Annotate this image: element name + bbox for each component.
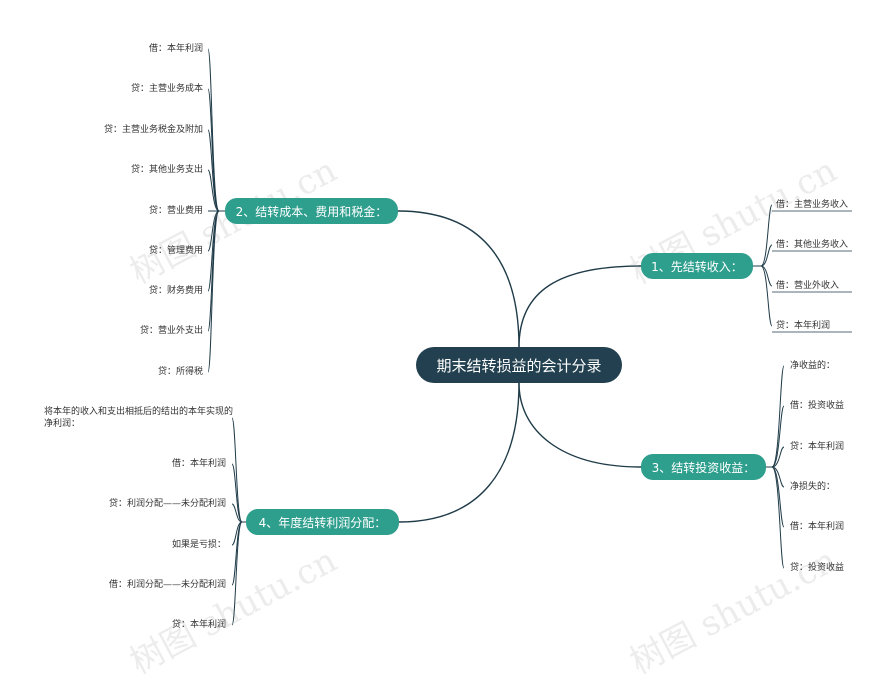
link-root-branch-4 (398, 382, 520, 523)
leaf[interactable]: 借：其他业务收入 (776, 240, 849, 250)
link-branch-2-leaf (207, 210, 225, 373)
leaf[interactable]: 贷：主营业务税金及附加 (103, 125, 203, 135)
leaf[interactable]: 贷：营业外支出 (139, 326, 203, 336)
leaf[interactable]: 将本年的收入和支出相抵后的结出的本年实现的净利润： (44, 407, 234, 429)
link-branch-2-leaf (207, 88, 225, 212)
link-branch-1-leaf (753, 265, 773, 287)
link-root-branch-1 (518, 265, 642, 348)
link-branch-3-leaf (766, 405, 785, 468)
leaf[interactable]: 贷：所得税 (157, 367, 203, 377)
link-branch-1-leaf (753, 204, 773, 267)
leaf[interactable]: 贷：利润分配——未分配利润 (108, 499, 226, 509)
link-branch-1-leaf (753, 244, 773, 267)
branch-2-costs[interactable]: 2、结转成本、费用和税金： (225, 198, 398, 224)
link-root-branch-3 (518, 382, 642, 468)
leaf[interactable]: 净收益的： (790, 361, 836, 371)
leaf[interactable]: 贷：其他业务支出 (130, 165, 203, 175)
branch-1-revenue[interactable]: 1、先结转收入： (641, 253, 753, 279)
leaf[interactable]: 贷：投资收益 (790, 563, 845, 573)
leaf[interactable]: 借：本年利润 (148, 44, 203, 54)
leaf[interactable]: 贷：财务费用 (148, 286, 203, 296)
leaf[interactable]: 如果是亏损： (171, 540, 226, 550)
leaf[interactable]: 借：本年利润 (790, 522, 845, 532)
link-branch-4-leaf (231, 521, 246, 626)
leaf[interactable]: 借：本年利润 (171, 459, 226, 469)
root-topic[interactable]: 期末结转损益的会计分录 (416, 347, 622, 383)
leaf[interactable]: 净损失的： (790, 482, 836, 492)
link-branch-4-leaf (231, 417, 246, 523)
link-branch-1-leaf (753, 265, 773, 327)
link-root-branch-2 (397, 210, 520, 348)
leaf[interactable]: 贷：主营业务成本 (130, 84, 203, 94)
leaf[interactable]: 贷：本年利润 (776, 321, 831, 331)
leaf[interactable]: 贷：本年利润 (790, 442, 845, 452)
leaf[interactable]: 贷：管理费用 (148, 246, 203, 256)
leaf[interactable]: 借：利润分配——未分配利润 (108, 580, 226, 590)
leaf[interactable]: 借：主营业务收入 (776, 200, 849, 210)
branch-4-profit-distribution[interactable]: 4、年度结转利润分配： (246, 509, 399, 535)
link-branch-4-leaf (231, 463, 246, 523)
branch-3-investment[interactable]: 3、结转投资收益： (641, 454, 766, 480)
link-branch-2-leaf (207, 48, 225, 212)
link-branch-3-leaf (766, 365, 785, 468)
leaf[interactable]: 借：投资收益 (790, 401, 845, 411)
link-branch-3-leaf (766, 466, 785, 569)
leaf[interactable]: 贷：营业费用 (148, 206, 203, 216)
link-branch-3-leaf (766, 466, 785, 528)
leaf[interactable]: 借：营业外收入 (776, 281, 840, 291)
leaf[interactable]: 贷：本年利润 (171, 620, 226, 630)
